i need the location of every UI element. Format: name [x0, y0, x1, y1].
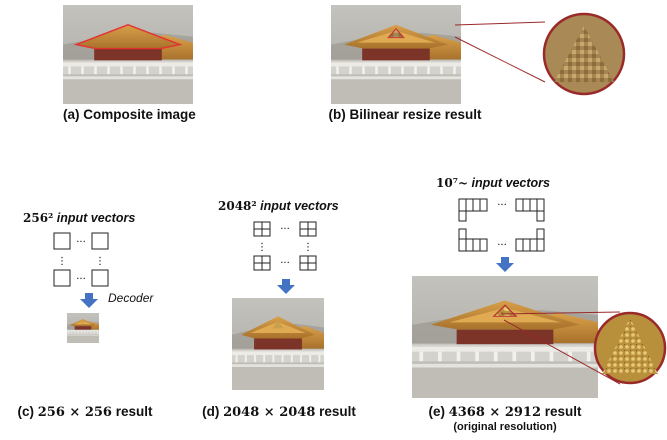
- zoom-callout-e: [501, 311, 667, 385]
- svg-text:⋮: ⋮: [57, 256, 67, 267]
- svg-text:···: ···: [497, 200, 507, 211]
- caption-e-subtitle: (original resolution): [453, 421, 557, 433]
- svg-text:···: ···: [76, 237, 86, 248]
- caption-e: (e) 4368 × 2912 result: [428, 404, 582, 420]
- result-image-2048: [232, 298, 324, 390]
- arrow-down-e: [496, 257, 514, 272]
- vector-grid-e: ··· ···: [458, 198, 545, 252]
- result-image-256: [67, 313, 99, 343]
- zoom-callout-b: [454, 12, 626, 96]
- caption-a: (a) Composite image: [63, 107, 196, 122]
- svg-text:⋮: ⋮: [257, 242, 267, 253]
- decoder-label: Decoder: [108, 291, 154, 305]
- caption-b: (b) Bilinear resize result: [328, 107, 482, 122]
- caption-c: (c) 256 × 256 result: [17, 404, 153, 420]
- vectors-label-c: 256² input vectors: [23, 211, 136, 225]
- arrow-down-c: [80, 293, 98, 308]
- vector-grid-d: ··· ··· ⋮ ⋮: [253, 221, 317, 271]
- vectors-label-e: 10⁷~ input vectors: [436, 176, 550, 190]
- caption-d: (d) 2048 × 2048 result: [202, 404, 356, 420]
- svg-text:···: ···: [280, 224, 290, 235]
- svg-text:⋮: ⋮: [303, 242, 313, 253]
- vectors-label-d: 2048² input vectors: [218, 199, 339, 213]
- composite-image: [63, 5, 193, 104]
- arrow-down-d: [277, 279, 295, 294]
- svg-text:···: ···: [76, 274, 86, 285]
- svg-text:⋮: ⋮: [95, 256, 105, 267]
- bilinear-result-image: [331, 5, 461, 104]
- svg-text:···: ···: [497, 240, 507, 251]
- svg-text:···: ···: [280, 258, 290, 269]
- vector-grid-c: ··· ··· ⋮ ⋮: [53, 232, 109, 287]
